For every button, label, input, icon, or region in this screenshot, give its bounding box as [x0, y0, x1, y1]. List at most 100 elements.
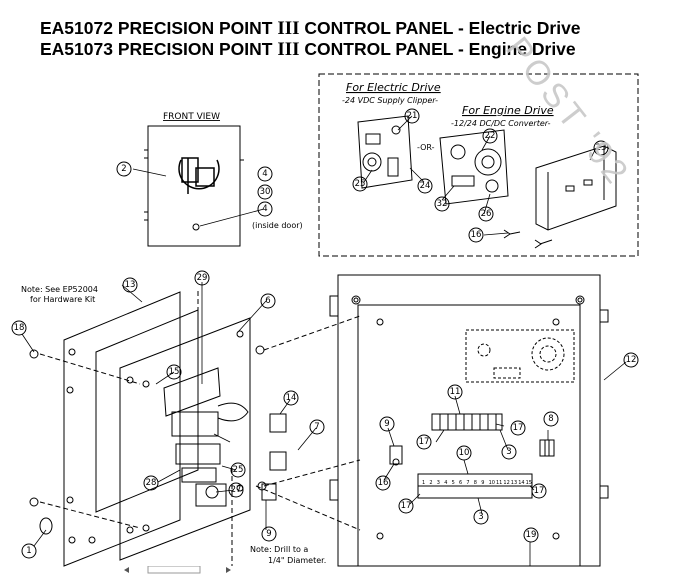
svg-text:7: 7: [314, 422, 319, 432]
or-label: -OR-: [417, 143, 435, 152]
svg-text:6: 6: [265, 296, 270, 306]
callout-4-door: 4: [257, 201, 273, 217]
drawing-title: EA51072 PRECISION POINT III CONTROL PANE…: [40, 18, 581, 60]
svg-text:1: 1: [26, 546, 31, 556]
panel-subplate: [119, 317, 251, 561]
callout-17-upper-right: 17: [510, 420, 526, 436]
terminal-number: 9: [481, 480, 484, 486]
callout-16-enclosure: 16: [375, 475, 391, 491]
callout-15: 15: [166, 364, 182, 380]
callout-25-panel: 25: [230, 462, 246, 478]
callout-2: 2: [116, 161, 132, 177]
drive-options-box: [318, 73, 639, 257]
title-line-engine: EA51073 PRECISION POINT III CONTROL PANE…: [40, 39, 581, 60]
svg-text:28: 28: [146, 478, 157, 488]
exploded-guide-lines: [39, 290, 361, 566]
next-arrow-icon: [226, 567, 231, 573]
callout-30: 30: [257, 184, 273, 200]
svg-text:25: 25: [233, 465, 244, 475]
title-roman-engine: III: [277, 39, 300, 60]
callout-7: 7: [309, 419, 325, 435]
svg-text:19: 19: [526, 530, 537, 540]
svg-text:3: 3: [506, 447, 511, 457]
callout-29: 29: [194, 270, 210, 286]
terminal-number: 10: [489, 480, 495, 486]
callout-1: 1: [21, 543, 37, 559]
callout-18: 18: [11, 320, 27, 336]
terminal-number: 3: [437, 480, 440, 486]
svg-text:15: 15: [169, 367, 180, 377]
svg-text:4: 4: [262, 204, 267, 214]
mounting-screws-top: [503, 229, 553, 249]
terminal-number: 11: [496, 480, 502, 486]
enclosure-converter-module: [465, 329, 575, 383]
callout-8: 8: [543, 411, 559, 427]
terminal-number: 12: [503, 480, 509, 486]
svg-text:22: 22: [485, 131, 496, 141]
svg-text:27: 27: [231, 485, 242, 495]
terminal-strip-upper: [431, 413, 503, 431]
callout-14: 14: [283, 390, 299, 406]
din-rail: [535, 145, 617, 231]
callout-4-top: 4: [257, 166, 273, 182]
callout-26: 26: [478, 206, 494, 222]
inside-door-label: (inside door): [252, 221, 303, 230]
svg-text:17: 17: [401, 501, 412, 511]
terminal-number: 15: [526, 480, 532, 486]
callout-9-enclosure: 9: [379, 416, 395, 432]
engine-drive-label: For Engine Drive: [462, 104, 554, 117]
panel-components: [163, 367, 287, 507]
svg-text:16: 16: [378, 478, 389, 488]
callout-19: 19: [523, 527, 539, 543]
callout-16-top: 16: [468, 227, 484, 243]
svg-text:3: 3: [478, 512, 483, 522]
terminal-number: 2: [429, 480, 432, 486]
electric-drive-label: For Electric Drive: [346, 81, 441, 94]
enclosure-box: [329, 274, 609, 567]
panel-back-plate: [63, 291, 181, 567]
svg-text:21: 21: [407, 111, 418, 121]
callout-24: 24: [417, 178, 433, 194]
svg-text:13: 13: [125, 280, 136, 290]
callout-12: 12: [623, 352, 639, 368]
terminal-strip-lower: [417, 473, 533, 499]
terminal-number: 5: [452, 480, 455, 486]
svg-text:24: 24: [420, 181, 431, 191]
panel-insulator-sheet: [95, 309, 199, 513]
title-line-electric: EA51072 PRECISION POINT III CONTROL PANE…: [40, 18, 581, 39]
front-view-label: FRONT VIEW: [163, 112, 220, 122]
svg-text:9: 9: [266, 529, 271, 539]
svg-text:23: 23: [596, 143, 607, 153]
drill-note-line1: Note: Drill to a: [250, 545, 308, 554]
terminal-number: 4: [444, 480, 447, 486]
callout-10: 10: [456, 445, 472, 461]
callout-6: 6: [260, 293, 276, 309]
svg-text:14: 14: [286, 393, 297, 403]
callout-17-lower-right: 17: [531, 483, 547, 499]
svg-text:4: 4: [262, 169, 267, 179]
terminal-number: 7: [466, 480, 469, 486]
callout-22: 22: [482, 128, 498, 144]
callout-25-top: 25: [352, 176, 368, 192]
title-model-electric: EA51072 PRECISION POINT: [40, 18, 278, 38]
svg-text:25: 25: [355, 179, 366, 189]
terminal-number: 1: [422, 480, 425, 486]
title-roman-electric: III: [277, 18, 300, 39]
engine-drive-sub: -12/24 DC/DC Converter-: [451, 119, 551, 128]
callout-21: 21: [404, 108, 420, 124]
callout-32: 32: [434, 196, 450, 212]
front-view-enclosure: [144, 125, 244, 247]
callout-17-upper-left: 17: [416, 434, 432, 450]
callout-28: 28: [143, 475, 159, 491]
terminal-number: 13: [511, 480, 517, 486]
svg-text:10: 10: [459, 448, 470, 458]
svg-text:8: 8: [548, 414, 553, 424]
relay-block: [539, 439, 555, 457]
callout-17-lower-left: 17: [398, 498, 414, 514]
page-footer-strip: [124, 566, 231, 574]
title-model-engine: EA51073 PRECISION POINT: [40, 39, 278, 59]
front-view-logo: [178, 157, 220, 194]
svg-text:2: 2: [121, 164, 126, 174]
